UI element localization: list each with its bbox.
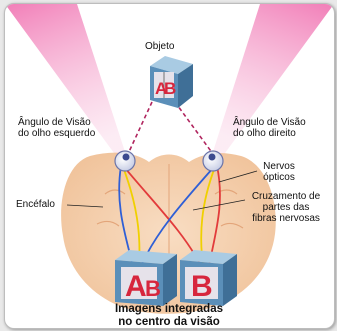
left-angle-label-line2: do olho esquerdo — [18, 128, 96, 139]
crossing-label: Cruzamento de partes das fibras nervosas — [241, 191, 331, 224]
crossing-label-line1: Cruzamento de — [251, 191, 321, 202]
left-vision-cone — [5, 4, 127, 164]
left-sight-line — [127, 101, 153, 155]
crossing-label-line2: partes das — [262, 202, 310, 213]
object-label: Objeto — [145, 41, 175, 52]
right-angle-label-line2: do olho direito — [233, 128, 296, 139]
optic-nerves-label: Nervos ópticos — [257, 161, 301, 183]
optic-nerves-label-line1: Nervos — [263, 161, 295, 172]
object-letter-b: B — [164, 79, 176, 98]
diagram-frame: A B A B B Objeto Ângulo de Visão do olho… — [4, 3, 335, 329]
left-cube-letter-b: B — [145, 276, 161, 301]
integrated-images-label-line1: Imagens integradas — [114, 303, 223, 315]
vision-diagram: A B A B B — [5, 4, 334, 314]
right-image-cube — [180, 250, 237, 306]
left-image-cube — [115, 250, 177, 306]
brain-label: Encéfalo — [16, 199, 55, 210]
object-cube — [150, 56, 193, 108]
right-sight-line — [174, 101, 214, 155]
optic-nerves-label-line2: ópticos — [263, 172, 295, 183]
right-cube-letter-b: B — [191, 270, 213, 303]
leader-lines — [66, 170, 258, 211]
right-angle-label-line1: Ângulo de Visão — [233, 117, 306, 128]
right-eye — [202, 150, 224, 172]
right-angle-label: Ângulo de Visão do olho direito — [233, 117, 306, 139]
integrated-images-label: Imagens integradas no centro da visão — [94, 303, 244, 328]
left-angle-label-line1: Ângulo de Visão — [18, 117, 91, 128]
integrated-images-label-line2: no centro da visão — [118, 316, 220, 328]
left-angle-label: Ângulo de Visão do olho esquerdo — [18, 117, 95, 139]
crossing-label-line3: fibras nervosas — [252, 213, 320, 224]
right-vision-cone — [211, 4, 334, 164]
left-cube-letter-a: A — [125, 270, 147, 303]
left-eye — [114, 150, 136, 172]
object-letter-a: A — [155, 79, 167, 98]
